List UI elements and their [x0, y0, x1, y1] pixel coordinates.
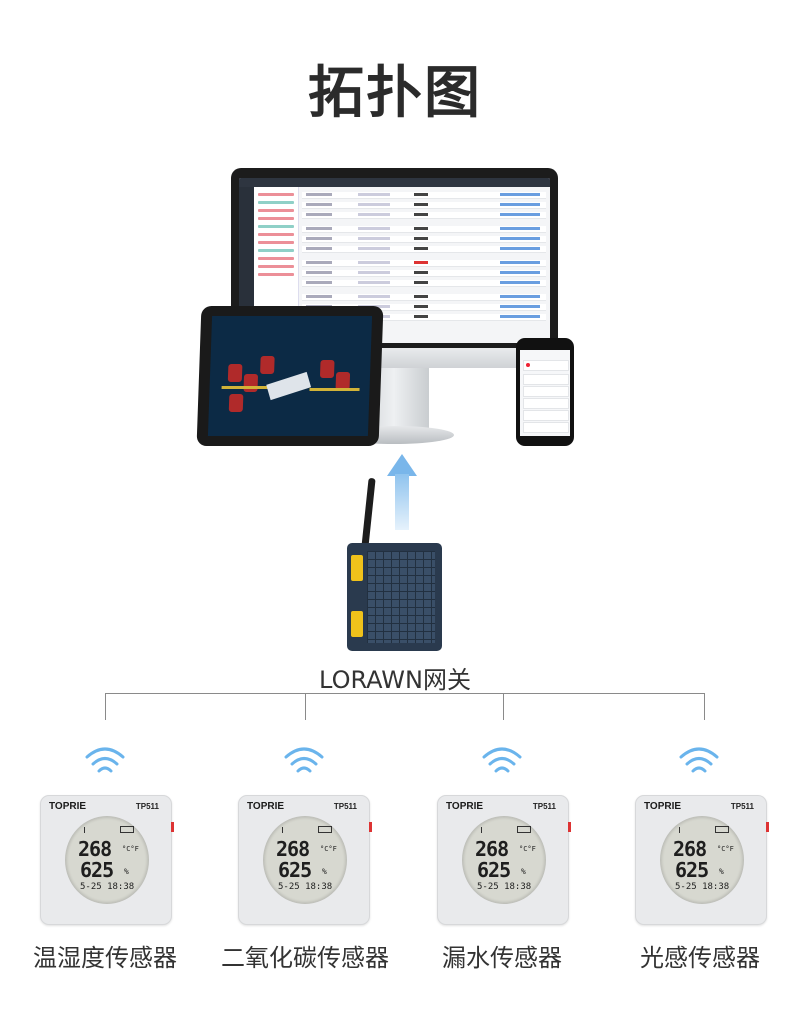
- model-label: TP511: [730, 802, 754, 811]
- model-label: TP511: [135, 802, 159, 811]
- page-title: 拓扑图: [308, 61, 482, 126]
- sensor-device: TOPRIE TP511 268 °C°F 625 % 5-25 18:38: [238, 795, 372, 925]
- wifi-icon: [284, 747, 324, 773]
- sensor-device: TOPRIE TP511 268 °C°F 625 % 5-25 18:38: [40, 795, 174, 925]
- lcd-humidity: 625: [675, 858, 709, 882]
- drop-line-1: [105, 693, 106, 720]
- brand-logo: TOPRIE: [247, 801, 285, 812]
- lcd-temp-unit: °C°F: [717, 845, 734, 853]
- gateway-device: [347, 543, 442, 651]
- lcd-datetime: 5-25 18:38: [278, 882, 333, 892]
- lcd-display: 268 °C°F 625 % 5-25 18:38: [65, 816, 149, 904]
- lcd-display: 268 °C°F 625 % 5-25 18:38: [462, 816, 546, 904]
- lcd-temperature: 268: [475, 837, 509, 861]
- lcd-humidity-unit: %: [719, 867, 724, 876]
- lcd-temperature: 268: [673, 837, 707, 861]
- wifi-icon: [482, 747, 522, 773]
- model-label: TP511: [532, 802, 556, 811]
- lcd-temp-unit: °C°F: [122, 845, 139, 853]
- lcd-humidity: 625: [477, 858, 511, 882]
- phone-screen: [520, 350, 570, 436]
- lcd-display: 268 °C°F 625 % 5-25 18:38: [263, 816, 347, 904]
- screen-sidebar: [239, 187, 254, 343]
- brand-logo: TOPRIE: [446, 801, 484, 812]
- wifi-icon: [85, 747, 125, 773]
- sensor-label-light: 光感传感器: [640, 944, 760, 972]
- lcd-datetime: 5-25 18:38: [80, 882, 135, 892]
- lcd-humidity-unit: %: [521, 867, 526, 876]
- sensor-device: TOPRIE TP511 268 °C°F 625 % 5-25 18:38: [635, 795, 769, 925]
- brand-logo: TOPRIE: [644, 801, 682, 812]
- phone-illustration: [516, 338, 574, 446]
- upload-arrow-shaft: [395, 474, 409, 530]
- lcd-datetime: 5-25 18:38: [477, 882, 532, 892]
- upload-arrow-icon: [387, 454, 417, 476]
- sensor-device: TOPRIE TP511 268 °C°F 625 % 5-25 18:38: [437, 795, 571, 925]
- antenna-icon: [361, 477, 376, 549]
- tablet-illustration: [196, 306, 384, 446]
- drop-line-4: [704, 693, 705, 720]
- screen-topbar: [239, 178, 550, 187]
- brand-logo: TOPRIE: [49, 801, 87, 812]
- lcd-humidity-unit: %: [124, 867, 129, 876]
- wifi-icon: [679, 747, 719, 773]
- lcd-temp-unit: °C°F: [519, 845, 536, 853]
- bus-line: [105, 693, 705, 694]
- lcd-temperature: 268: [276, 837, 310, 861]
- lcd-temp-unit: °C°F: [320, 845, 337, 853]
- lcd-humidity-unit: %: [322, 867, 327, 876]
- model-label: TP511: [333, 802, 357, 811]
- lcd-humidity: 625: [80, 858, 114, 882]
- tablet-screen: [207, 316, 373, 436]
- lcd-datetime: 5-25 18:38: [675, 882, 730, 892]
- drop-line-3: [503, 693, 504, 720]
- lcd-display: 268 °C°F 625 % 5-25 18:38: [660, 816, 744, 904]
- screen-table: [302, 192, 546, 342]
- lcd-humidity: 625: [278, 858, 312, 882]
- drop-line-2: [305, 693, 306, 720]
- sensor-label-temp-humidity: 温湿度传感器: [33, 944, 177, 972]
- sensor-label-water-leak: 漏水传感器: [442, 944, 562, 972]
- lcd-temperature: 268: [78, 837, 112, 861]
- gateway-label: LORAWN网关: [319, 666, 471, 694]
- sensor-label-co2: 二氧化碳传感器: [221, 944, 389, 972]
